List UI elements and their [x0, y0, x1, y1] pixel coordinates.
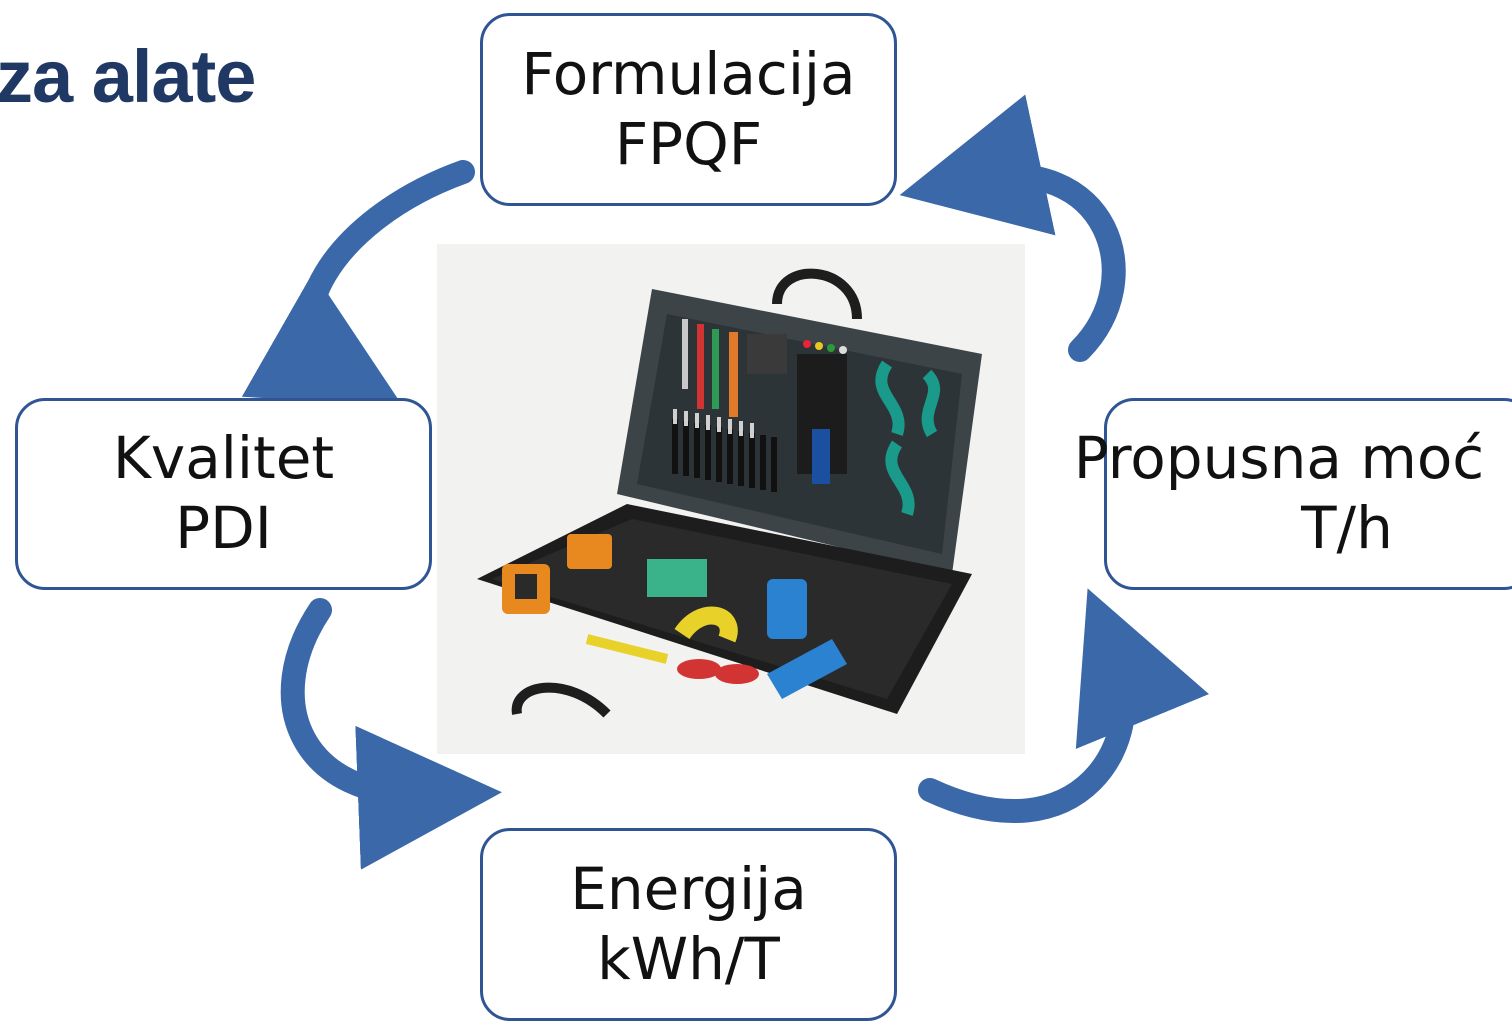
- arrow-top-to-left: [241, 160, 475, 406]
- node-formulacija-title: Formulacija: [521, 39, 856, 108]
- node-kvalitet: Kvalitet PDI: [15, 398, 432, 590]
- node-kvalitet-title: Kvalitet: [112, 424, 335, 493]
- node-kvalitet-metric: PDI: [175, 494, 272, 562]
- node-formulacija-metric: FPQF: [614, 109, 763, 178]
- node-energija: Energija kWh/T: [480, 828, 897, 1021]
- toolkit-image: [437, 244, 1025, 754]
- node-propusna-moc-metric: T/h: [1301, 494, 1393, 562]
- slide-title: za alate: [0, 35, 256, 118]
- node-formulacija: Formulacija FPQF: [480, 13, 897, 206]
- node-propusna-moc: Propusna moć T/h: [1074, 398, 1512, 590]
- node-energija-title: Energija: [570, 854, 807, 923]
- arrow-left-to-bottom: [280, 598, 502, 870]
- arrow-bottom-to-right: [918, 588, 1209, 823]
- node-energija-metric: kWh/T: [597, 924, 780, 993]
- node-propusna-moc-title: Propusna moć: [1073, 424, 1485, 493]
- arrow-right-to-top: [899, 94, 1126, 362]
